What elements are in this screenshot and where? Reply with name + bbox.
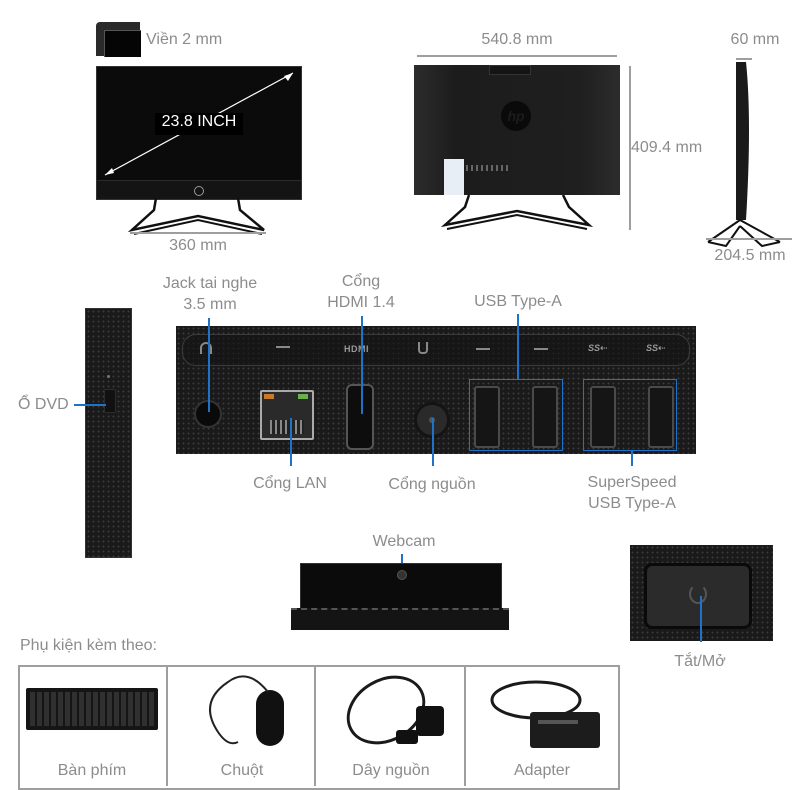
rear-port-panel: HDMI SS⇠ SS⇠ xyxy=(176,326,696,454)
usb-icon xyxy=(534,348,548,350)
power-callout-line xyxy=(432,418,434,466)
hdmi-port xyxy=(346,384,374,450)
back-height-line xyxy=(629,66,631,230)
accessory-item: Dây nguồn xyxy=(314,666,466,786)
accessories-title: Phụ kiện kèm theo: xyxy=(20,637,157,654)
power-button xyxy=(644,563,752,629)
lan-port xyxy=(260,390,314,440)
usb-ss-label-line1: SuperSpeed xyxy=(587,474,677,491)
hdmi-label-line1: Cổng xyxy=(341,273,381,290)
power-adapter-icon xyxy=(490,680,600,748)
usb-icon xyxy=(476,348,490,350)
dvd-label: Ổ DVD xyxy=(18,396,69,413)
dvd-eject-button xyxy=(104,389,116,413)
webcam-lens-icon xyxy=(397,570,407,580)
usb-ss-callout-line xyxy=(631,450,633,466)
bezel-thumbnail xyxy=(96,22,141,57)
side-base-depth-line xyxy=(706,238,792,240)
front-stand xyxy=(127,198,265,235)
front-width-label: 360 mm xyxy=(169,237,227,254)
headphone-label-line2: 3.5 mm xyxy=(183,296,237,313)
webcam-base xyxy=(291,608,509,630)
usb-ss-port-1 xyxy=(590,386,616,448)
bezel-label: Viền 2 mm xyxy=(146,31,223,48)
side-view: 60 mm 204.5 mm xyxy=(700,22,800,272)
dvd-callout-line xyxy=(74,404,106,406)
ethernet-icon xyxy=(276,346,290,353)
usb-ss-label-line2: USB Type-A xyxy=(588,495,676,512)
chin-bar xyxy=(97,180,301,199)
screen-size-label: 23.8 INCH xyxy=(161,113,237,130)
usb-a-highlight xyxy=(469,379,563,451)
headphone-icon xyxy=(200,342,212,354)
usb-ss-port-2 xyxy=(648,386,674,448)
accessory-item: Bàn phím xyxy=(18,666,166,786)
lan-callout-line xyxy=(290,418,292,466)
webcam-label: Webcam xyxy=(372,533,436,550)
hp-logo-icon xyxy=(194,186,204,196)
side-base-depth-label: 204.5 mm xyxy=(714,247,786,264)
hdmi-label-line2: HDMI 1.4 xyxy=(327,294,395,311)
usb-a-label: USB Type-A xyxy=(474,293,562,310)
front-monitor: 23.8 INCH xyxy=(96,66,302,200)
headphone-label-line1: Jack tai nghe xyxy=(162,275,258,292)
diagonal-arrow-icon xyxy=(104,72,294,176)
width-dimension-line xyxy=(130,232,266,234)
back-panel: hp xyxy=(414,65,620,195)
accessory-item: Chuột xyxy=(166,666,316,786)
usb-ss-highlight xyxy=(583,379,677,451)
spec-sticker xyxy=(444,159,464,195)
side-profile xyxy=(707,62,781,248)
back-stand xyxy=(440,195,594,230)
hdmi-icon: HDMI xyxy=(344,344,369,354)
usb-a-callout-line xyxy=(517,314,519,380)
lan-label: Cổng LAN xyxy=(253,475,327,492)
side-top-depth-line xyxy=(736,58,752,60)
webcam-module xyxy=(300,563,502,612)
power-cord-icon xyxy=(346,675,444,745)
icon-strip xyxy=(182,334,690,366)
headphone-callout-line xyxy=(208,318,210,412)
accessory-item: Adapter xyxy=(464,666,618,786)
power-icon xyxy=(689,584,707,604)
mouse-icon xyxy=(256,690,284,746)
back-height-label: 409.4 mm xyxy=(631,139,703,156)
hp-back-logo: hp xyxy=(501,101,531,131)
usb-ss-icon: SS⇠ xyxy=(646,343,666,353)
power-port-label: Cổng nguồn xyxy=(388,476,476,493)
accessories-table xyxy=(18,665,620,790)
hdmi-callout-line xyxy=(361,316,363,414)
dvd-drive xyxy=(85,308,132,558)
power-button-label: Tắt/Mở xyxy=(674,653,726,670)
back-width-label: 540.8 mm xyxy=(481,31,553,48)
keyboard-icon xyxy=(26,688,158,730)
usb-ss-icon: SS⇠ xyxy=(588,343,608,353)
usb-port-2 xyxy=(532,386,558,448)
side-top-depth-label: 60 mm xyxy=(730,31,780,48)
back-width-line xyxy=(417,55,617,57)
power-button-callout-line xyxy=(700,596,702,642)
power-plug-icon xyxy=(418,342,428,354)
usb-port-1 xyxy=(474,386,500,448)
front-view: Viền 2 mm 23.8 INCH 360 mm xyxy=(96,22,306,262)
back-view: 540.8 mm hp 409.4 mm xyxy=(405,22,725,252)
